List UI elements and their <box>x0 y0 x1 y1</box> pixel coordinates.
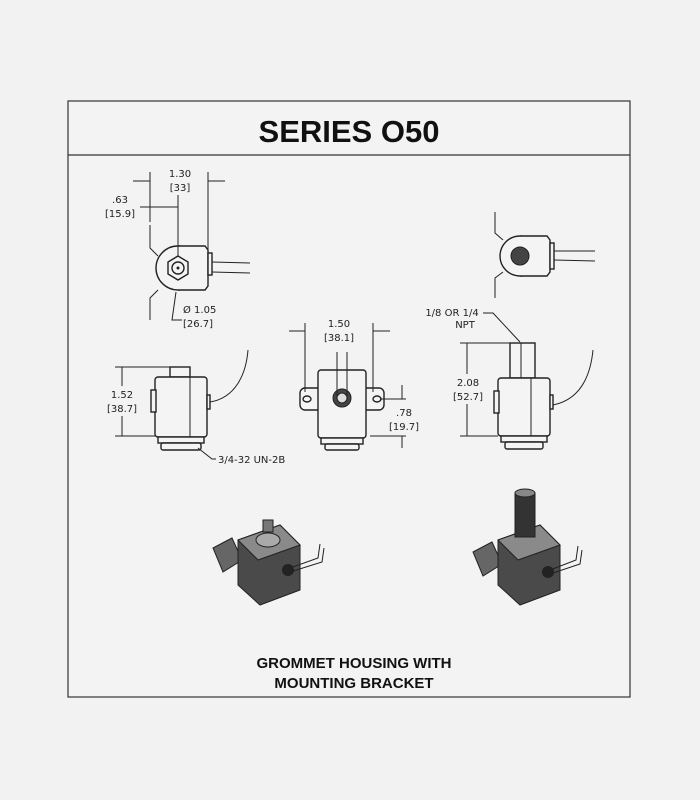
svg-text:1.50: 1.50 <box>328 319 350 330</box>
dimension-port: 1/8 OR 1/4 NPT <box>425 308 521 343</box>
svg-text:[15.9]: [15.9] <box>105 209 135 220</box>
dimension-bracket-width: 1.50 [38.1] <box>289 319 390 392</box>
svg-text:[52.7]: [52.7] <box>453 392 483 403</box>
dimension-bracket-height: .78 [19.7] <box>370 385 419 448</box>
caption-line-1: GROMMET HOUSING WITH <box>257 655 452 672</box>
svg-text:1.52: 1.52 <box>111 390 133 401</box>
top-view-npt <box>494 212 596 298</box>
side-view-npt <box>493 342 594 450</box>
caption-line-2: MOUNTING BRACKET <box>274 675 433 692</box>
dimension-thread: 3/4-32 UN-2B <box>197 447 285 466</box>
dimension-offset: .63 [15.9] <box>105 195 179 256</box>
svg-text:.63: .63 <box>112 195 128 206</box>
svg-text:[38.7]: [38.7] <box>107 404 137 415</box>
svg-text:.78: .78 <box>396 408 412 419</box>
svg-text:1/8 OR 1/4: 1/8 OR 1/4 <box>425 308 478 319</box>
svg-text:[19.7]: [19.7] <box>389 422 419 433</box>
svg-text:[26.7]: [26.7] <box>183 319 213 330</box>
svg-text:NPT: NPT <box>455 320 476 331</box>
dimension-height-npt: 2.08 [52.7] <box>448 342 512 437</box>
top-view-grommet <box>149 225 251 320</box>
svg-text:1.30: 1.30 <box>169 169 191 180</box>
isometric-view-grommet <box>212 519 325 606</box>
dimension-width-total: 1.30 [33] <box>133 169 225 258</box>
dimension-diameter: Ø 1.05 [26.7] <box>171 291 216 330</box>
isometric-view-npt <box>472 488 583 606</box>
drawing-title: SERIES O50 <box>259 114 440 149</box>
svg-text:3/4-32 UN-2B: 3/4-32 UN-2B <box>218 455 285 466</box>
dimension-height-side: 1.52 [38.7] <box>104 366 172 437</box>
front-view-bracket <box>299 352 385 451</box>
svg-text:[33]: [33] <box>170 183 191 194</box>
svg-text:2.08: 2.08 <box>457 378 479 389</box>
side-view-grommet <box>150 349 249 451</box>
svg-text:[38.1]: [38.1] <box>324 333 354 344</box>
svg-text:Ø 1.05: Ø 1.05 <box>183 304 216 316</box>
